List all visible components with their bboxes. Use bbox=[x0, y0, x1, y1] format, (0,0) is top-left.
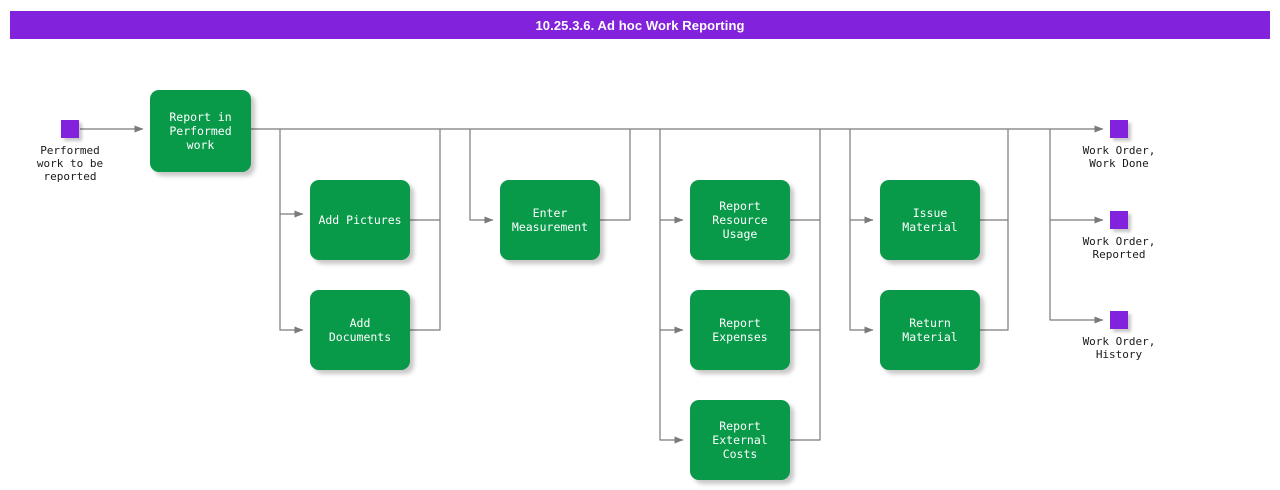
terminal-label-work-order-work-done: Work Order, Work Done bbox=[1082, 144, 1156, 170]
terminal-performed-work-to-be-reported[interactable] bbox=[61, 120, 79, 138]
edge-branch-add-documents bbox=[279, 214, 304, 334]
process-label-report-in-performed-work: Report in Performed work bbox=[169, 110, 232, 152]
edge-branch-add-pictures bbox=[279, 129, 304, 218]
terminal-work-order-work-done[interactable] bbox=[1110, 120, 1128, 138]
process-label-report-resource-usage: Report Resource Usage bbox=[712, 199, 768, 241]
process-report-resource-usage[interactable]: Report Resource Usage bbox=[690, 180, 790, 260]
page-title: 10.25.3.6. Ad hoc Work Reporting bbox=[535, 17, 745, 33]
edge-to-history bbox=[1049, 220, 1104, 324]
process-add-pictures[interactable]: Add Pictures bbox=[310, 180, 410, 260]
process-label-issue-material: Issue Material bbox=[902, 206, 958, 234]
edge-merge-return-material bbox=[980, 220, 1009, 331]
edge-branch-report-expenses bbox=[659, 220, 684, 334]
edge-branch-return-material bbox=[849, 220, 874, 334]
process-label-report-external-costs: Report External Costs bbox=[712, 419, 768, 461]
terminal-label-work-order-history: Work Order, History bbox=[1082, 335, 1156, 361]
edge-merge-report-external-costs bbox=[790, 330, 821, 441]
page-title-bar: 10.25.3.6. Ad hoc Work Reporting bbox=[10, 11, 1270, 39]
edge-branch-report-external-costs bbox=[659, 330, 684, 444]
process-return-material[interactable]: Return Material bbox=[880, 290, 980, 370]
edge-merge-report-expenses bbox=[790, 220, 821, 331]
edge-branch-enter-measurement bbox=[469, 129, 494, 224]
process-label-add-documents: Add Documents bbox=[328, 316, 392, 344]
process-label-enter-measurement: Enter Measurement bbox=[511, 206, 589, 234]
edge-branch-issue-material bbox=[849, 129, 874, 224]
process-report-in-performed-work[interactable]: Report in Performed work bbox=[150, 90, 251, 172]
edge-merge-enter-measurement bbox=[600, 129, 631, 221]
edge-branch-report-resource-usage bbox=[659, 129, 684, 224]
terminal-work-order-reported[interactable] bbox=[1110, 211, 1128, 229]
terminal-label-performed-work-to-be-reported: Performed work to be reported bbox=[36, 144, 104, 183]
edge-merge-add-pictures bbox=[410, 129, 441, 221]
terminal-label-work-order-reported: Work Order, Reported bbox=[1082, 235, 1156, 261]
process-enter-measurement[interactable]: Enter Measurement bbox=[500, 180, 600, 260]
process-label-report-expenses: Report Expenses bbox=[712, 316, 768, 344]
process-report-expenses[interactable]: Report Expenses bbox=[690, 290, 790, 370]
edge-to-reported bbox=[1049, 129, 1104, 224]
process-issue-material[interactable]: Issue Material bbox=[880, 180, 980, 260]
process-label-return-material: Return Material bbox=[902, 316, 958, 344]
process-label-add-pictures: Add Pictures bbox=[318, 213, 402, 227]
edge-merge-add-documents bbox=[410, 220, 441, 331]
process-report-external-costs[interactable]: Report External Costs bbox=[690, 400, 790, 480]
edge-merge-report-resource-usage bbox=[790, 129, 821, 221]
edge-merge-issue-material bbox=[980, 129, 1009, 221]
terminal-work-order-history[interactable] bbox=[1110, 311, 1128, 329]
process-add-documents[interactable]: Add Documents bbox=[310, 290, 410, 370]
